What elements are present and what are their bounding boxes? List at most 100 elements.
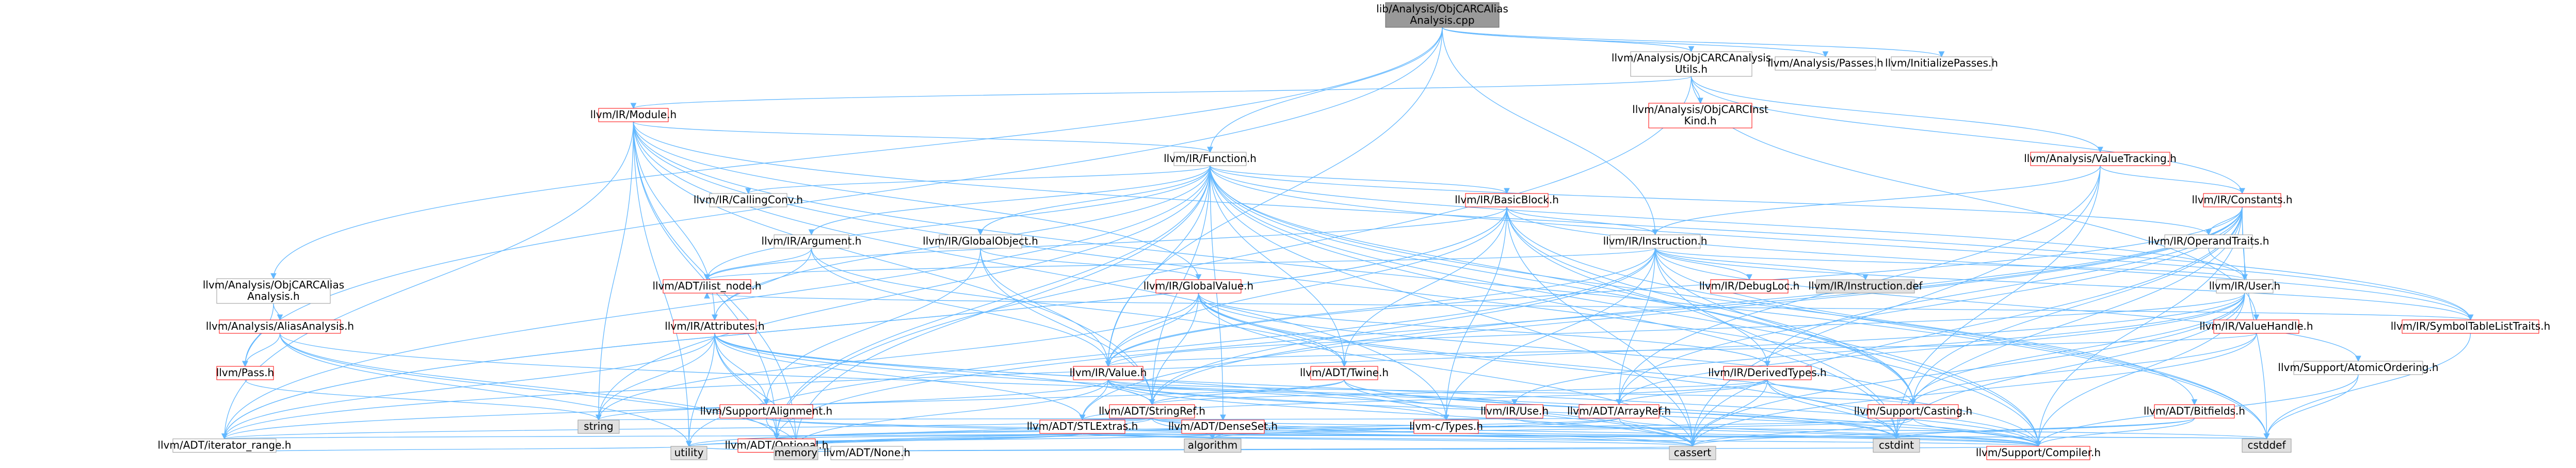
include-edge-optional-to-compiler: [776, 445, 2039, 453]
node-valuehandle[interactable]: llvm/IR/ValueHandle.h: [2199, 319, 2313, 334]
node-debugloc[interactable]: llvm/IR/DebugLoc.h: [1699, 279, 1800, 294]
include-edge-basicblock-to-symtablelist: [1506, 206, 2474, 321]
node-compiler[interactable]: llvm/Support/Compiler.h: [1976, 446, 2101, 460]
node-constants[interactable]: llvm/IR/Constants.h: [2192, 193, 2293, 207]
include-edge-constants-to-optional: [774, 206, 2243, 440]
node-box: [719, 404, 813, 418]
node-function[interactable]: llvm/IR/Function.h: [1164, 152, 1257, 166]
include-edge-function-to-symtablelist: [1210, 165, 2474, 321]
node-label: utility: [674, 446, 704, 459]
node-label: llvm/IR/DebugLoc.h: [1699, 280, 1800, 292]
node-apasses[interactable]: llvm/Analysis/Passes.h: [1767, 56, 1883, 71]
include-edge-denseset-to-cstddef: [1222, 432, 2268, 440]
include-edge-function-to-ilistnode: [704, 165, 1211, 281]
include-edge-globalvalue-to-cstdint: [1198, 293, 1899, 440]
node-use[interactable]: llvm/IR/Use.h: [1480, 404, 1549, 418]
include-edge-aliasanalysis-to-pass: [242, 333, 281, 367]
node-denseset[interactable]: llvm/ADT/DenseSet.h: [1168, 419, 1278, 434]
include-edge-irvalue-to-iterrange: [221, 379, 1109, 440]
node-label: llvm/Analysis/AliasAnalysis.h: [206, 320, 354, 332]
node-label: llvm/ADT/Bitfields.h: [2144, 405, 2245, 417]
include-edge-instruction-to-cstdint: [1654, 248, 1899, 440]
node-label: llvm/IR/DerivedTypes.h: [1708, 366, 1826, 379]
include-edge-root-to-initpasses: [1442, 27, 1944, 58]
node-stringref[interactable]: llvm/ADT/StringRef.h: [1099, 404, 1205, 418]
node-derivedtypes[interactable]: llvm/IR/DerivedTypes.h: [1708, 366, 1827, 380]
node-argument[interactable]: llvm/IR/Argument.h: [762, 234, 862, 249]
include-edge-module-to-string: [595, 121, 634, 421]
include-edge-argument-to-ilistnode: [704, 248, 812, 281]
node-label: llvm/Analysis/ObjCARCInst: [1632, 103, 1768, 116]
node-initpasses[interactable]: llvm/InitializePasses.h: [1885, 56, 1998, 71]
node-label: llvm-c/Types.h: [1409, 420, 1483, 432]
include-edge-globalvalue-to-stringref: [1149, 293, 1199, 406]
node-irvalue[interactable]: llvm/IR/Value.h: [1070, 366, 1147, 380]
node-box: [1579, 404, 1660, 418]
node-label: Analysis.h: [247, 290, 299, 302]
include-edge-function-to-derivedtypes: [1210, 165, 1770, 367]
node-stlextras[interactable]: llvm/ADT/STLExtras.h: [1027, 419, 1138, 434]
node-module[interactable]: llvm/IR/Module.h: [590, 108, 677, 122]
node-utility: utility: [670, 446, 707, 460]
node-adtnone[interactable]: llvm/ADT/None.h: [824, 446, 910, 460]
include-edge-function-to-compiler: [1210, 165, 2041, 447]
node-valuetracking[interactable]: llvm/Analysis/ValueTracking.h: [2024, 152, 2177, 166]
node-box: [939, 234, 1022, 249]
node-ilistnode[interactable]: llvm/ADT/ilist_node.h: [652, 279, 762, 294]
node-attributes[interactable]: llvm/IR/Attributes.h: [665, 319, 765, 334]
node-callingconv[interactable]: llvm/IR/CallingConv.h: [694, 193, 803, 207]
include-edge-symtablelist-to-ilistnode: [704, 292, 2471, 320]
node-label: llvm/ADT/None.h: [824, 446, 910, 459]
include-edge-attributes-to-utility: [686, 333, 715, 447]
include-edge-function-to-basicblock: [1210, 165, 1510, 195]
node-user[interactable]: llvm/IR/User.h: [2209, 279, 2281, 294]
node-pass[interactable]: llvm/Pass.h: [216, 366, 274, 380]
node-box: [1486, 404, 1543, 418]
node-label: Kind.h: [1684, 115, 1716, 127]
include-edge-derivedtypes-to-casting: [1767, 379, 1917, 406]
include-edge-casting-to-optional: [774, 417, 1914, 440]
node-aliasanalysis[interactable]: llvm/Analysis/AliasAnalysis.h: [206, 319, 354, 334]
node-bitfields[interactable]: llvm/ADT/Bitfields.h: [2144, 404, 2245, 418]
include-edge-basicblock-to-casting: [1506, 206, 1917, 406]
include-edge-instruction-to-ilistnode: [704, 248, 1656, 281]
node-casting[interactable]: llvm/Support/Casting.h: [1854, 404, 1972, 418]
node-ctypes[interactable]: llvm-c/Types.h: [1409, 419, 1483, 434]
node-operandtraits[interactable]: llvm/IR/OperandTraits.h: [2148, 234, 2269, 249]
include-edge-stlextras-to-cstdint: [1082, 432, 1898, 440]
include-edge-function-to-casting: [1210, 165, 1917, 406]
node-memory: memory: [774, 446, 818, 460]
include-edge-instruction-to-atomicordering: [1654, 248, 2361, 362]
node-box: [1073, 366, 1144, 380]
node-symtablelist[interactable]: llvm/IR/SymbolTableListTraits.h: [2391, 319, 2551, 334]
node-label: algorithm: [1188, 439, 1238, 451]
include-edge-globalobject-to-irvalue: [980, 248, 1112, 367]
node-label: llvm/Pass.h: [216, 366, 274, 379]
node-basicblock[interactable]: llvm/IR/BasicBlock.h: [1455, 193, 1559, 207]
node-label: llvm/IR/GlobalValue.h: [1144, 280, 1253, 292]
node-twine[interactable]: llvm/ADT/Twine.h: [1300, 366, 1389, 380]
include-edge-attributes-to-alignment: [714, 333, 769, 406]
include-edge-globalvalue-to-casting: [1198, 293, 1917, 406]
node-iterrange[interactable]: llvm/ADT/iterator_range.h: [158, 439, 292, 453]
include-edge-basicblock-to-irvalue: [1105, 206, 1507, 367]
node-arrayref[interactable]: llvm/ADT/ArrayRef.h: [1567, 404, 1671, 418]
include-edge-attributes-to-memory: [714, 333, 799, 447]
include-edge-globalobject-to-globalvalue: [980, 248, 1202, 281]
node-instruction[interactable]: llvm/IR/Instruction.h: [1603, 234, 1708, 249]
node-atomicordering[interactable]: llvm/Support/AtomicOrdering.h: [2278, 361, 2439, 375]
node-globalvalue[interactable]: llvm/IR/GlobalValue.h: [1144, 279, 1253, 294]
node-cstdint: cstdint: [1873, 439, 1920, 453]
node-alignment[interactable]: llvm/Support/Alignment.h: [700, 404, 832, 418]
include-edge-function-to-optional: [774, 165, 1211, 440]
include-edge-irvalue-to-memory: [793, 379, 1109, 447]
node-box: [1710, 279, 1789, 294]
node-globalobject[interactable]: llvm/IR/GlobalObject.h: [923, 234, 1038, 249]
node-label: llvm/Support/Alignment.h: [700, 405, 832, 417]
include-edge-globalvalue-to-twine: [1198, 293, 1347, 367]
include-edge-aliasanalysis-to-utility: [279, 333, 692, 447]
